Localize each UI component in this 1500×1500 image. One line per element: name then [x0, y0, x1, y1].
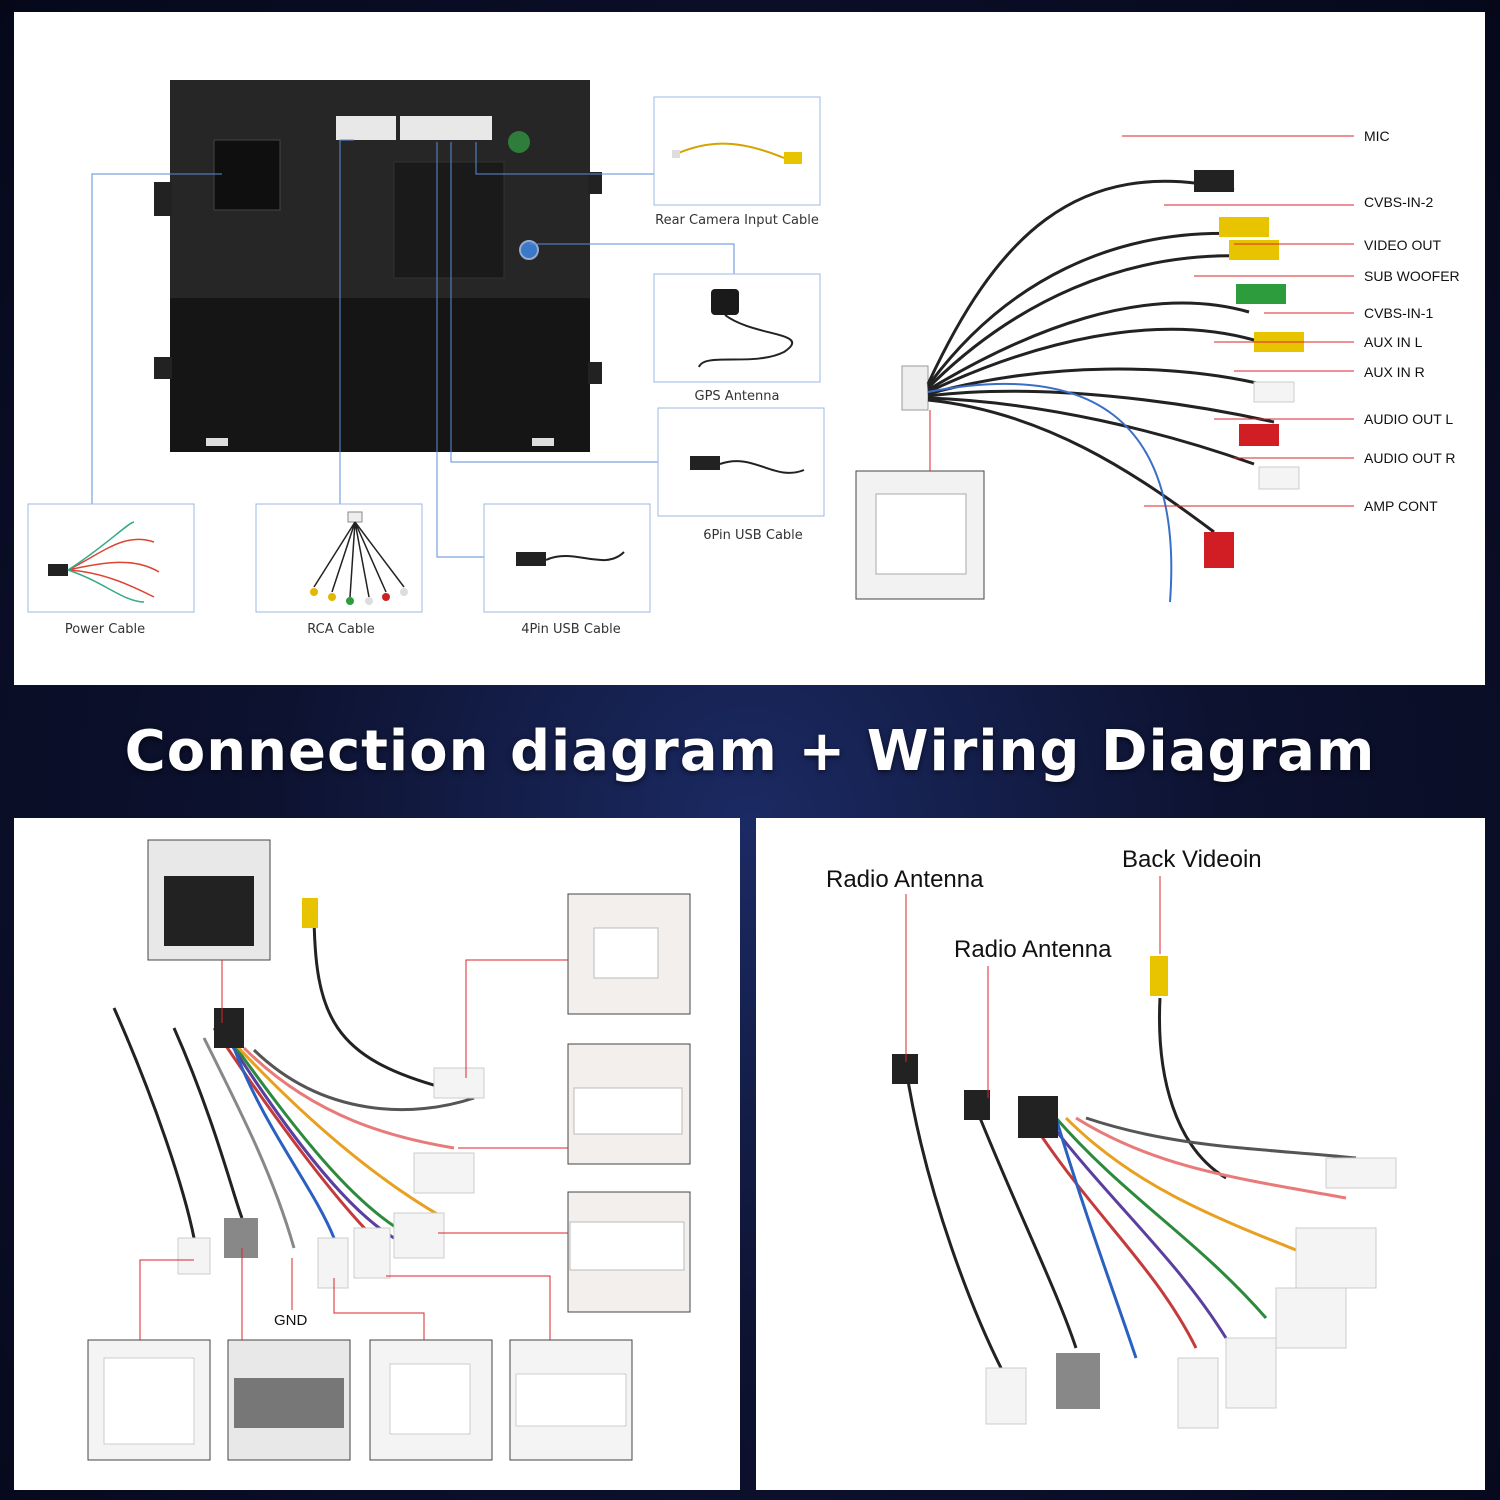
label-aux-in-r: AUX IN R [1364, 364, 1425, 380]
label-audio-out-r: AUDIO OUT R [1364, 450, 1456, 466]
gps-antenna-caption: GPS Antenna [694, 389, 780, 404]
back-video-plug [1150, 956, 1168, 996]
antenna-white-plug-a [985, 1367, 1027, 1425]
label-cvbs-in-2: CVBS-IN-2 [1364, 194, 1434, 210]
harness-white-plug-f [433, 1067, 485, 1099]
harness-drawing [87, 839, 691, 1461]
harness-white-plug-b [317, 1237, 349, 1289]
gnd-label: GND [274, 1312, 308, 1329]
harness-panel: GND [14, 818, 740, 1490]
label-amp-cont: AMP CONT [1364, 498, 1438, 514]
harness-grey-plug [224, 1218, 258, 1258]
radio-antenna-label-1: Radio Antenna [826, 866, 984, 893]
antenna-white-plug-d [1275, 1287, 1347, 1349]
connection-diagram-panel: Rear Camera Input Cable GPS Antenna 6Pin… [14, 12, 1485, 685]
accessory-boxes [27, 96, 825, 613]
usb6-caption: 6Pin USB Cable [703, 528, 803, 543]
usb4-caption: 4Pin USB Cable [521, 622, 621, 637]
antenna-black-plug [1018, 1096, 1058, 1138]
label-aux-in-l: AUX IN L [1364, 334, 1423, 350]
rca-cable-caption: RCA Cable [307, 622, 375, 637]
label-video-out: VIDEO OUT [1364, 237, 1442, 253]
antenna-wires [904, 997, 1357, 1369]
radio-antenna-label-2: Radio Antenna [954, 936, 1112, 963]
label-sub-woofer: SUB WOOFER [1364, 268, 1460, 284]
label-audio-out-l: AUDIO OUT L [1364, 411, 1454, 427]
gps-antenna-sketch [698, 289, 794, 368]
antenna-white-plug-f [1325, 1157, 1397, 1189]
label-mic: MIC [1364, 128, 1390, 144]
harness-video-plug [302, 898, 318, 928]
rear-camera-cable-sketch [672, 142, 802, 164]
harness-connector-photos [87, 839, 691, 1461]
connection-diagram-drawing [27, 80, 1354, 613]
rca-harness-drawing [901, 170, 1304, 603]
radio-antenna-plug-2 [964, 1090, 990, 1120]
power-cable-sketch [48, 521, 160, 603]
head-unit-back [154, 80, 602, 452]
harness-wires [112, 907, 475, 1249]
label-cvbs-in-1: CVBS-IN-1 [1364, 305, 1434, 321]
rca-connector-photo [855, 410, 985, 600]
harness-white-plug-d [393, 1212, 445, 1259]
antenna-white-plug-b [1177, 1357, 1219, 1429]
rca-leader-lines [1122, 135, 1354, 507]
usb4-cable-sketch [516, 551, 625, 566]
harness-white-plug-c [353, 1227, 391, 1279]
rear-camera-caption: Rear Camera Input Cable [655, 213, 819, 228]
antenna-panel: Radio Antenna Back Videoin Radio Antenna [756, 818, 1485, 1490]
back-video-label: Back Videoin [1122, 846, 1262, 873]
radio-antenna-plug-1 [892, 1054, 918, 1084]
antenna-white-plug-e [1295, 1227, 1377, 1289]
harness-white-plug-e [413, 1152, 475, 1194]
power-cable-caption: Power Cable [64, 622, 146, 637]
antenna-leader-lines [905, 876, 1161, 1098]
antenna-drawing [892, 876, 1397, 1429]
harness-white-plug-a [177, 1237, 211, 1275]
usb6-cable-sketch [690, 456, 805, 474]
harness-leader-lines [139, 959, 568, 1340]
harness-black-plug [214, 1008, 244, 1048]
rca-cable-sketch [310, 511, 408, 605]
guide-lines [91, 139, 735, 558]
antenna-grey-plug [1056, 1353, 1100, 1409]
antenna-white-plug-c [1225, 1337, 1277, 1409]
headline: Connection diagram + Wiring Diagram [124, 719, 1376, 784]
